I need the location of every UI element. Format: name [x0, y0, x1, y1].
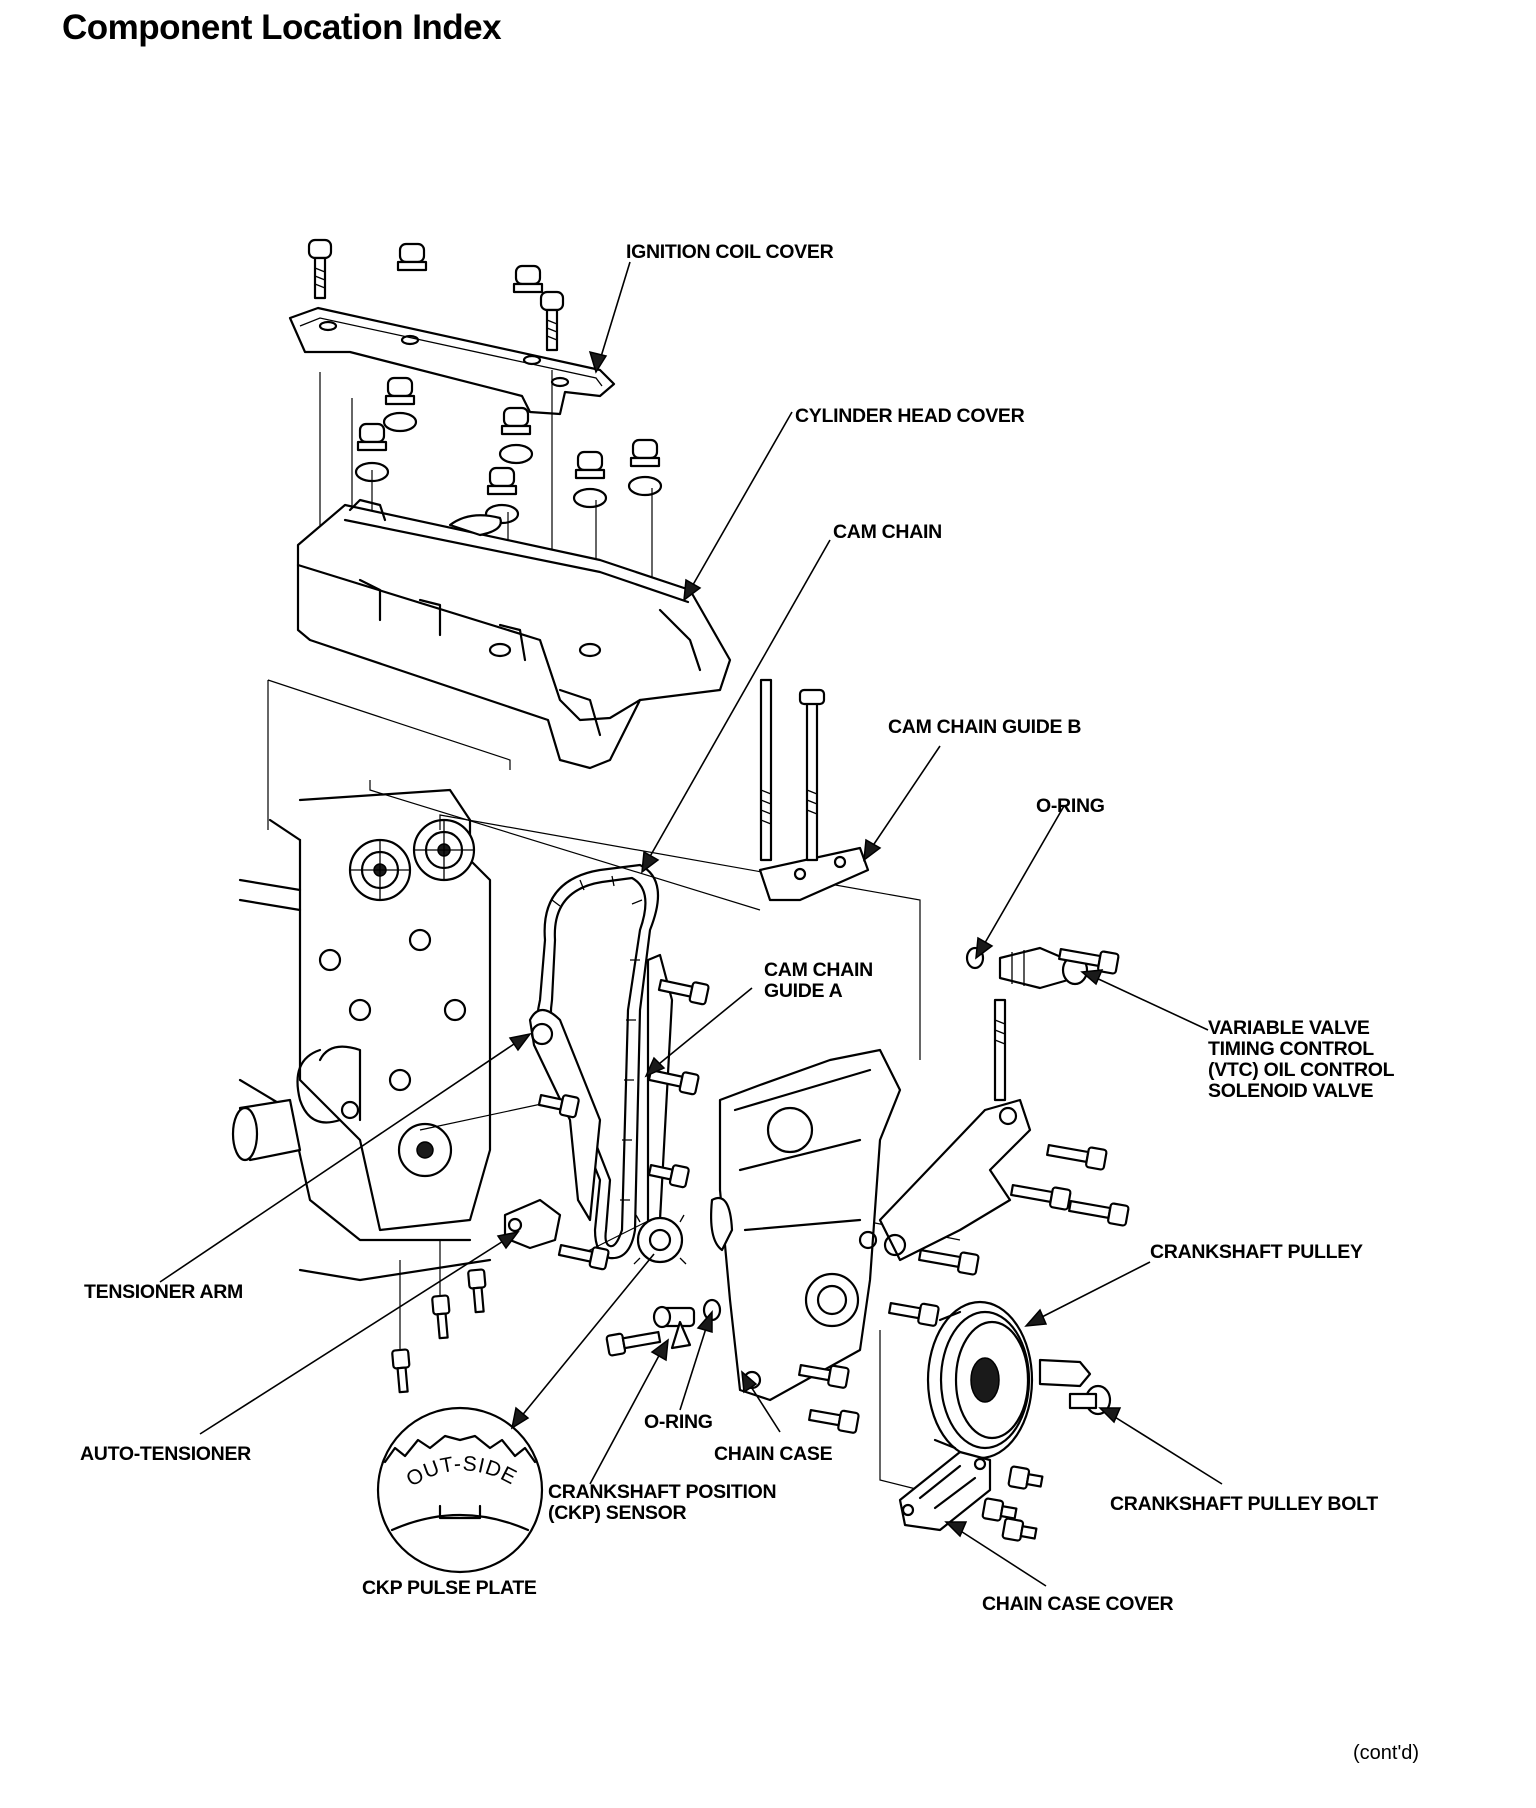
cam-chain-guide-b-part [758, 678, 870, 902]
label-cam-chain: CAM CHAIN [833, 521, 942, 543]
engine-block [231, 788, 492, 1282]
label-auto-tensioner: AUTO-TENSIONER [80, 1443, 251, 1465]
auto-tensioner-part [503, 1198, 562, 1250]
ckp-pulse-plate-part [633, 1210, 687, 1265]
label-ckp-pulse-plate: CKP PULSE PLATE [362, 1577, 537, 1599]
label-chain-case: CHAIN CASE [714, 1443, 833, 1465]
label-ignition-coil-cover: IGNITION COIL COVER [626, 241, 834, 263]
cylinder-head-cover-part [296, 498, 732, 770]
label-cam-chain-guide-b: CAM CHAIN GUIDE B [888, 716, 1082, 738]
leader-lines [159, 261, 1223, 1587]
label-o-ring-bottom: O-RING [644, 1411, 713, 1433]
continued-note: (cont'd) [1353, 1742, 1420, 1764]
engine-mount-bracket [878, 998, 1032, 1262]
crankshaft-pulley-bolt-part [1038, 1358, 1112, 1416]
ignition-coil-cover-part [288, 306, 616, 416]
label-crankshaft-pulley-bolt: CRANKSHAFT PULLEY BOLT [1110, 1493, 1378, 1515]
ckp-pulse-plate-detail: OUT-SIDE [376, 1406, 544, 1574]
label-tensioner-arm: TENSIONER ARM [84, 1281, 243, 1303]
chain-case-cover-part [898, 1450, 992, 1532]
loose-bolts [391, 979, 1130, 1542]
ignition-cover-bolts [307, 238, 565, 352]
crankshaft-pulley-part [926, 1300, 1034, 1460]
chain-guides [528, 953, 674, 1227]
label-crankshaft-pulley: CRANKSHAFT PULLEY [1150, 1241, 1363, 1263]
ckp-sensor-part [652, 1298, 722, 1350]
label-ckp-sensor: CRANKSHAFT POSITION(CKP) SENSOR [548, 1481, 777, 1524]
label-cylinder-head-cover: CYLINDER HEAD COVER [795, 405, 1025, 427]
label-chain-case-cover: CHAIN CASE COVER [982, 1593, 1174, 1615]
page-title: Component Location Index [62, 8, 502, 47]
head-cover-nuts [319, 370, 663, 620]
label-o-ring-top: O-RING [1036, 795, 1105, 817]
chain-case-part [710, 1048, 902, 1402]
